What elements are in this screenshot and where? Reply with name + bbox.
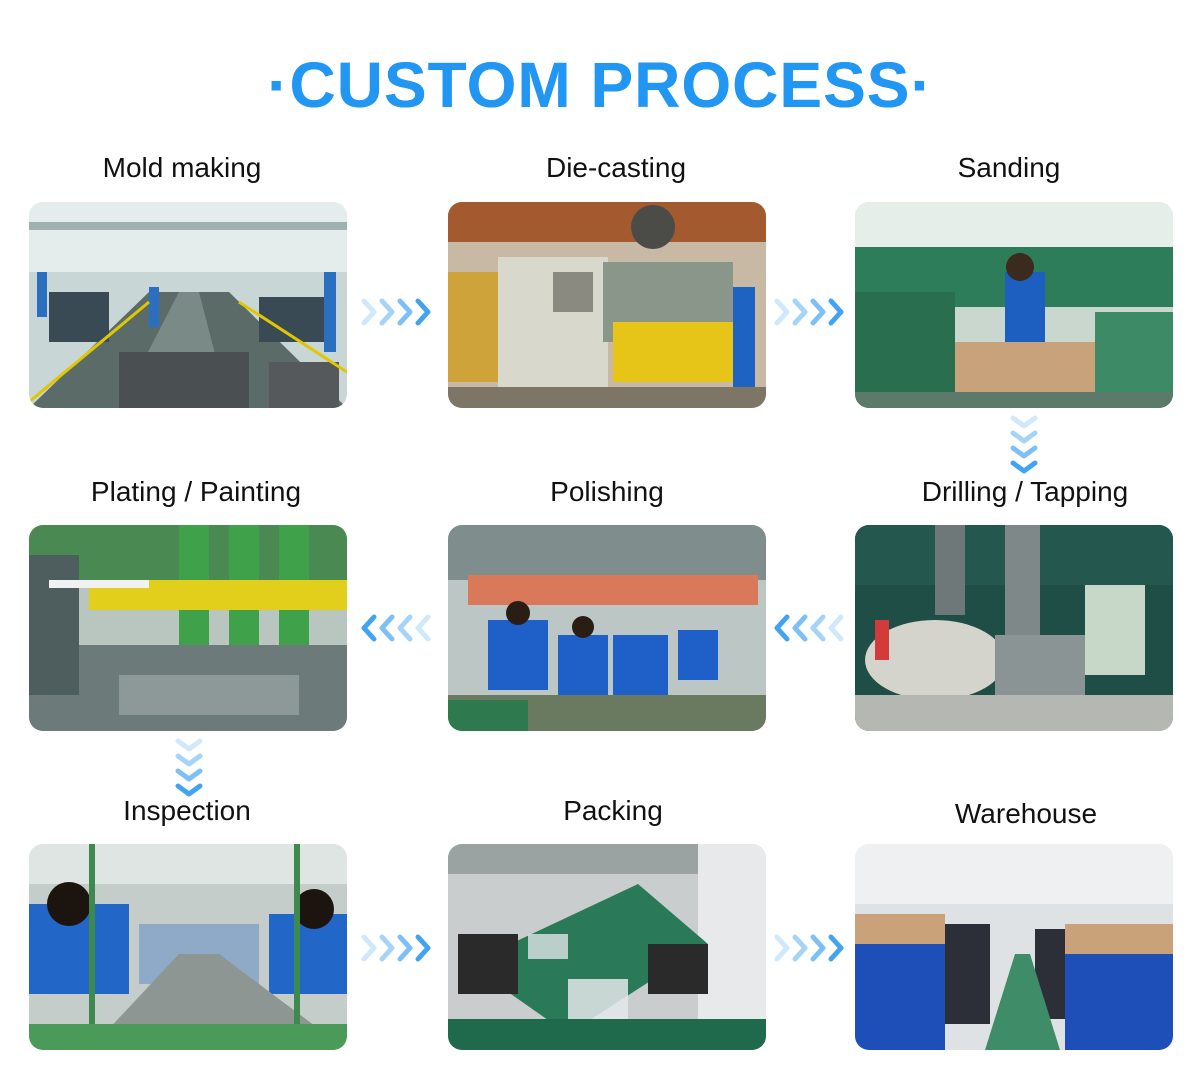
step-label-sanding: Sanding [957, 152, 1061, 183]
step-label-die-casting: Die-casting [545, 152, 687, 183]
arrow-right-2-icon [773, 296, 851, 333]
photo-sanding [855, 202, 1173, 408]
arrow-left-2-icon [360, 612, 438, 649]
arrow-down-2-icon [173, 737, 205, 804]
step-label-plating-painting: Plating / Painting [90, 476, 302, 507]
arrow-down-1-icon [1008, 414, 1040, 481]
photo-die-casting [448, 202, 766, 408]
step-label-mold-making: Mold making [102, 152, 262, 183]
arrow-right-3-icon [360, 932, 438, 969]
photo-packing [448, 844, 766, 1050]
step-label-packing: Packing [563, 795, 663, 826]
photo-plating-painting [29, 525, 347, 731]
photo-inspection [29, 844, 347, 1050]
photo-warehouse [855, 844, 1173, 1050]
photo-mold-making [29, 202, 347, 408]
step-label-inspection: Inspection [123, 795, 251, 826]
arrow-right-1-icon [360, 296, 438, 333]
photo-drilling-tapping [855, 525, 1173, 731]
arrow-left-1-icon [773, 612, 851, 649]
step-label-polishing: Polishing [550, 476, 664, 507]
step-label-warehouse: Warehouse [954, 798, 1098, 829]
photo-polishing [448, 525, 766, 731]
arrow-right-4-icon [773, 932, 851, 969]
page-title: ·CUSTOM PROCESS· [0, 48, 1200, 122]
step-label-drilling-tapping: Drilling / Tapping [921, 476, 1129, 507]
